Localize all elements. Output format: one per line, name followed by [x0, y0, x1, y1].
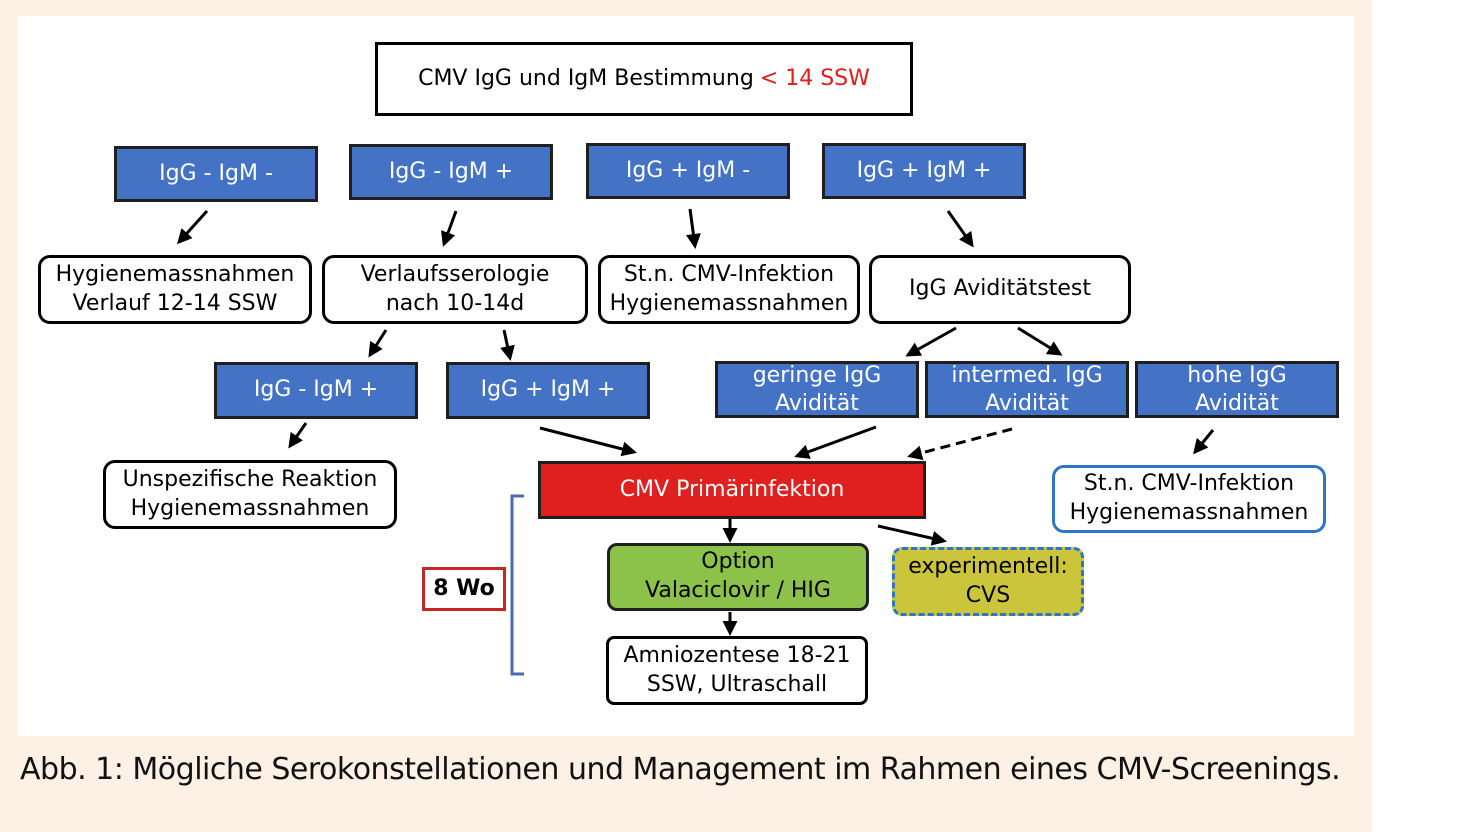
geringe-aviditaet-line1: geringe IgG [752, 363, 882, 388]
arrow-avid-geringe [905, 326, 957, 357]
hohe-aviditaet-line1: hohe IgG [1187, 363, 1287, 388]
igg-pos-igm-neg-box: IgG + IgM - [586, 143, 790, 199]
stn-infektion-hohe-line1: St.n. CMV-Infektion [1083, 471, 1295, 497]
arrow-igg-pos-igm-neg [685, 208, 701, 249]
verlaufsserologie-line1: Verlaufsserologie [360, 261, 550, 287]
arrow-verlauf-right [500, 329, 515, 361]
cmv-test-deadline: < 14 SSW [759, 65, 870, 91]
aviditaetstest-box: IgG Aviditätstest [869, 255, 1131, 324]
amniozentese-box: Amniozentese 18-21 SSW, Ultraschall [606, 636, 868, 705]
stn-infektion-box: St.n. CMV-Infektion Hygienemassnahmen [598, 255, 860, 324]
cmv-test-box: CMV IgG und IgM Bestimmung < 14 SSW [375, 42, 913, 116]
experimentell-line2: CVS [965, 582, 1011, 608]
igg-pos-igm-neg-label: IgG + IgM - [625, 157, 751, 183]
stn-infektion-line2: Hygienemassnahmen [609, 290, 849, 316]
hohe-aviditaet-box: hohe IgG Avidität [1135, 361, 1339, 418]
experimentell-line1: experimentell: [908, 553, 1068, 579]
igg-pos-igm-pos-label: IgG + IgM + [856, 157, 992, 183]
geringe-aviditaet-line2: Avidität [775, 390, 859, 416]
option-valaciclovir-box: Option Valaciclovir / HIG [607, 543, 869, 611]
arrow-to-primar-from-geringe [794, 425, 877, 459]
igg-neg-igm-neg-label: IgG - IgM - [159, 160, 273, 186]
eight-weeks-label-box: 8 Wo [422, 567, 506, 611]
arrow-hohe-to-stn [1193, 429, 1215, 455]
arrow-igg-neg-igm-pos [441, 210, 458, 247]
stn-infektion-line1: St.n. CMV-Infektion [623, 261, 835, 287]
unspezifische-reaktion-line1: Unspezifische Reaktion [122, 466, 378, 492]
igg-pos-igm-pos-box: IgG + IgM + [822, 143, 1026, 199]
igg-pos-igm-pos-followup-box: IgG + IgM + [446, 362, 650, 419]
arrow-to-primar-from-intermed [907, 427, 1013, 461]
hygiene-verlauf-box: Hygienemassnahmen Verlauf 12-14 SSW [38, 255, 312, 324]
arrow-verlauf-left [368, 329, 388, 358]
igg-neg-igm-pos-label: IgG - IgM + [388, 158, 514, 184]
igg-pos-igm-pos-followup-label: IgG + IgM + [480, 377, 616, 403]
stn-infektion-hohe-box: St.n. CMV-Infektion Hygienemassnahmen [1052, 465, 1326, 533]
igg-neg-igm-neg-box: IgG - IgM - [114, 146, 318, 202]
aviditaetstest-label: IgG Aviditätstest [909, 276, 1091, 302]
arrow-to-primar-from-iggpos [539, 426, 637, 457]
arrow-avid-intermed [1017, 326, 1063, 356]
arrow-igg-pos-igm-pos [946, 210, 974, 248]
igg-neg-igm-pos-box: IgG - IgM + [349, 144, 553, 200]
figure-caption: Abb. 1: Mögliche Serokonstellationen und… [20, 752, 1341, 787]
experimentell-cvs-box: experimentell: CVS [892, 547, 1084, 616]
igg-neg-igm-pos-followup-label: IgG - IgM + [253, 377, 379, 403]
intermed-aviditaet-box: intermed. IgG Avidität [925, 361, 1129, 418]
hohe-aviditaet-line2: Avidität [1195, 390, 1279, 416]
verlaufsserologie-box: Verlaufsserologie nach 10-14d [322, 255, 588, 324]
arrow-to-unspez [288, 422, 308, 449]
cmv-test-text: CMV IgG und IgM Bestimmung [418, 65, 754, 91]
hygiene-verlauf-line2: Verlauf 12-14 SSW [72, 290, 278, 316]
eight-weeks-label: 8 Wo [433, 575, 495, 601]
unspezifische-reaktion-box: Unspezifische Reaktion Hygienemassnahmen [103, 460, 397, 529]
intermed-aviditaet-line2: Avidität [985, 390, 1069, 416]
geringe-aviditaet-box: geringe IgG Avidität [715, 361, 919, 418]
option-line1: Option [701, 549, 775, 575]
bracket-8-weeks [510, 494, 524, 676]
verlaufsserologie-line2: nach 10-14d [385, 290, 525, 316]
unspezifische-reaktion-line2: Hygienemassnahmen [130, 495, 370, 521]
amniozentese-line1: Amniozentese 18-21 [623, 642, 851, 668]
amniozentese-line2: SSW, Ultraschall [646, 671, 828, 697]
intermed-aviditaet-line1: intermed. IgG [951, 363, 1103, 388]
hygiene-verlauf-line1: Hygienemassnahmen [55, 261, 295, 287]
arrow-igg-neg-igm-neg [176, 209, 209, 245]
stn-infektion-hohe-line2: Hygienemassnahmen [1069, 500, 1309, 525]
option-line2: Valaciclovir / HIG [645, 578, 831, 603]
igg-neg-igm-pos-followup-box: IgG - IgM + [214, 362, 418, 419]
arrow-primar-to-cvs [877, 524, 947, 546]
cmv-primaerinfektion-box: CMV Primärinfektion [538, 461, 926, 519]
cmv-primaerinfektion-label: CMV Primärinfektion [619, 476, 845, 502]
